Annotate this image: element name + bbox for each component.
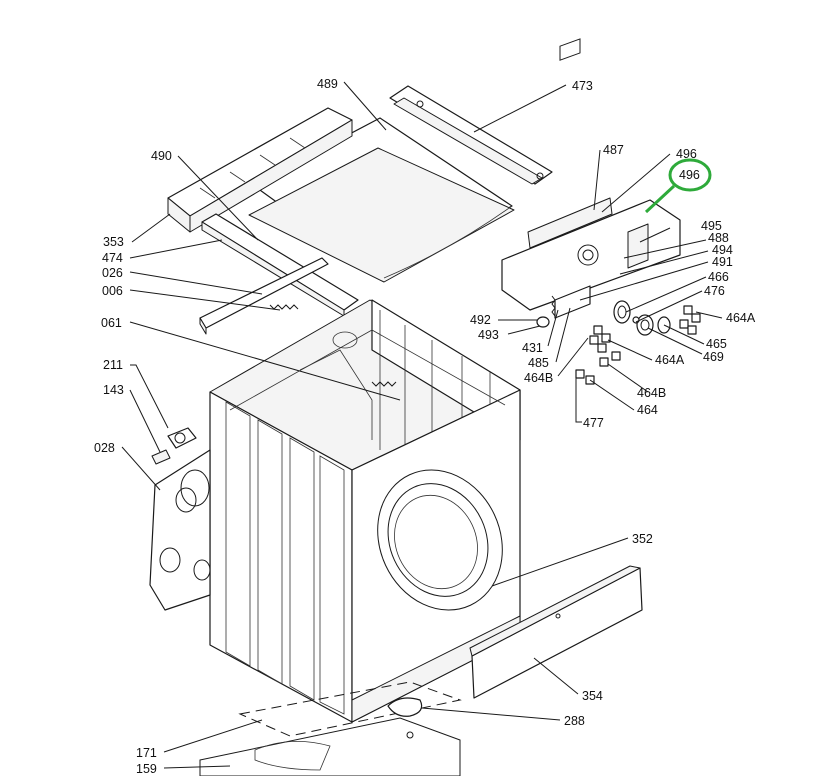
control-panel-part bbox=[501, 38, 681, 319]
label-211: 211 bbox=[103, 358, 123, 372]
label-288: 288 bbox=[564, 714, 585, 728]
label-006: 006 bbox=[102, 284, 123, 298]
label-466: 466 bbox=[708, 270, 729, 284]
spring-061-part bbox=[371, 381, 397, 387]
label-352: 352 bbox=[632, 532, 653, 546]
label-354: 354 bbox=[582, 689, 603, 703]
rear-rail-part bbox=[389, 85, 553, 185]
label-353: 353 bbox=[103, 235, 124, 249]
kickplate-part bbox=[469, 565, 643, 699]
label-028: 028 bbox=[94, 441, 115, 455]
label-487: 487 bbox=[603, 143, 624, 157]
spring-part bbox=[269, 304, 299, 310]
label-464A-2: 464A bbox=[655, 353, 685, 367]
label-492: 492 bbox=[470, 313, 491, 327]
label-491: 491 bbox=[712, 255, 733, 269]
hinge-part bbox=[151, 427, 197, 465]
label-489: 489 bbox=[317, 77, 338, 91]
front-top-rail-part bbox=[167, 107, 353, 233]
label-464B-2: 464B bbox=[524, 371, 553, 385]
foot-part bbox=[387, 697, 423, 717]
part-labels: 489 473 490 487 496 496 495 488 494 491 … bbox=[94, 77, 756, 776]
label-488: 488 bbox=[708, 231, 729, 245]
label-493: 493 bbox=[478, 328, 499, 342]
label-474: 474 bbox=[102, 251, 123, 265]
cabinet-body bbox=[209, 299, 521, 723]
label-464A-1: 464A bbox=[726, 311, 756, 325]
base-plate-part bbox=[199, 681, 462, 777]
label-464: 464 bbox=[637, 403, 658, 417]
label-495: 495 bbox=[701, 219, 722, 233]
label-494: 494 bbox=[712, 243, 733, 257]
label-477: 477 bbox=[583, 416, 604, 430]
label-496-a: 496 bbox=[676, 147, 697, 161]
label-465: 465 bbox=[706, 337, 727, 351]
label-485: 485 bbox=[528, 356, 549, 370]
label-143: 143 bbox=[103, 383, 124, 397]
label-159: 159 bbox=[136, 762, 157, 776]
label-464B-1: 464B bbox=[637, 386, 666, 400]
label-469: 469 bbox=[703, 350, 724, 364]
label-171: 171 bbox=[136, 746, 157, 760]
label-026: 026 bbox=[102, 266, 123, 280]
label-490: 490 bbox=[151, 149, 172, 163]
bracket-part bbox=[199, 257, 329, 335]
highlight-callout bbox=[644, 158, 712, 214]
label-061: 061 bbox=[101, 316, 122, 330]
rear-panel-part bbox=[149, 449, 211, 611]
label-496-b: 496 bbox=[679, 168, 700, 182]
label-476: 476 bbox=[704, 284, 725, 298]
label-431: 431 bbox=[522, 341, 543, 355]
label-473: 473 bbox=[572, 79, 593, 93]
leader-lines bbox=[121, 81, 723, 769]
